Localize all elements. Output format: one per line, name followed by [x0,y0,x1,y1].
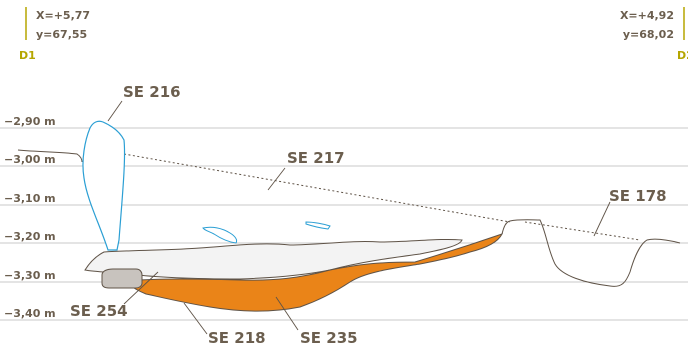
leader-line-se216 [107,100,123,122]
layer-se235-fill [123,233,503,312]
layer-label-se216: SE 216 [123,83,181,101]
layer-se216-outline [82,120,126,251]
elevation-label: −2,90 m [4,115,56,128]
leader-line-se235 [275,296,299,331]
elevation-label: −3,20 m [4,230,56,243]
survey-point-id: D2 [677,49,688,62]
elevation-label: −3,00 m [4,153,56,166]
layer-se254-fill [101,268,143,289]
leader-lines [107,100,611,335]
survey-x-coordinate: X=+4,92 [620,9,674,22]
leader-line-se178 [593,201,611,237]
layer-labels: SE 216 SE 217 SE 178 SE 254 SE 218 SE 23… [70,83,667,347]
survey-y-coordinate: y=67,55 [36,28,87,41]
blue-lens-right [305,221,331,230]
elevation-label: −3,10 m [4,192,56,205]
reference-dotted-line [123,153,641,241]
survey-x-coordinate: X=+5,77 [36,9,90,22]
survey-point-left: X=+5,77 y=67,55 D1 [19,7,90,62]
elevation-label: −3,40 m [4,307,56,320]
layer-se178-outline [501,219,681,287]
leader-line-se218 [183,302,208,335]
survey-y-coordinate: y=68,02 [623,28,674,41]
survey-point-right: X=+4,92 y=68,02 D2 [620,7,688,62]
layer-label-se235: SE 235 [300,329,358,347]
layer-label-se178: SE 178 [609,187,667,205]
survey-point-id: D1 [19,49,36,62]
layer-se217-fill [84,238,463,280]
elevation-label: −3,30 m [4,269,56,282]
layer-label-se254: SE 254 [70,302,128,320]
blue-lens-left [202,226,238,244]
leader-line-se217 [267,167,286,191]
elevation-labels: −2,90 m −3,00 m −3,10 m −3,20 m −3,30 m … [4,115,56,320]
leader-line-se254 [123,271,159,305]
layer-label-se217: SE 217 [287,149,345,167]
layer-label-se218: SE 218 [208,329,266,347]
ground-surface-line [17,149,83,163]
